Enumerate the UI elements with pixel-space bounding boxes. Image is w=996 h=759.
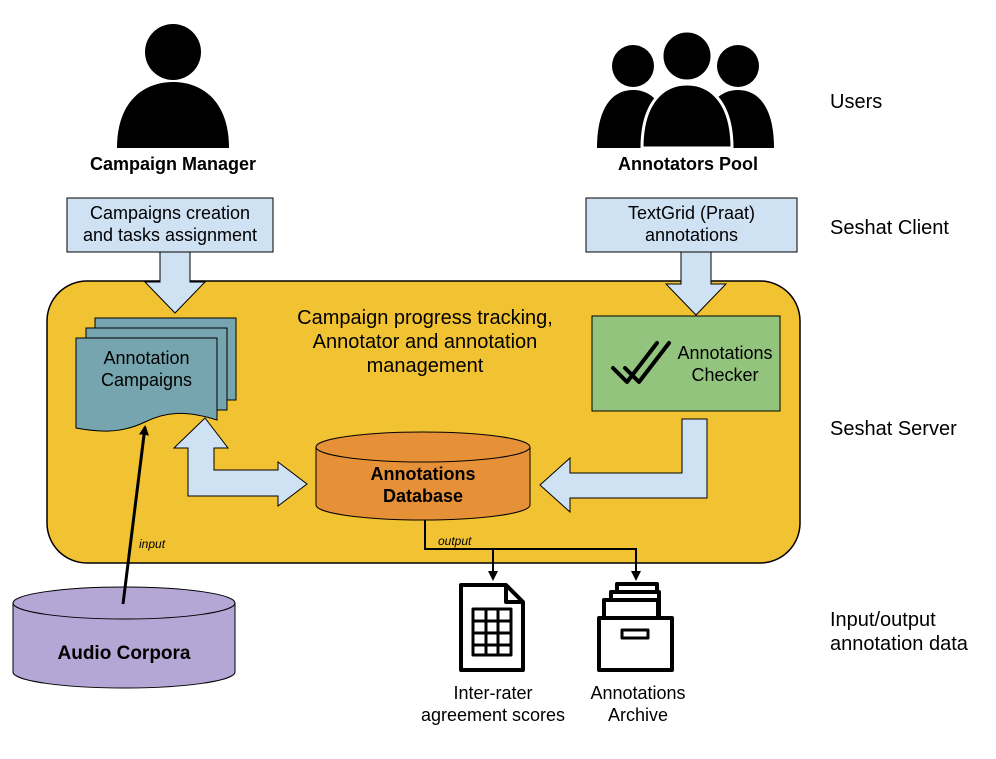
checker-to-database-arrow — [539, 418, 708, 514]
layer-label-users: Users — [830, 91, 883, 113]
person-icon — [117, 24, 229, 148]
tracking-text: Campaign progress tracking, Annotator an… — [297, 307, 553, 377]
annotations-archive-label: Annotations Archive — [590, 683, 686, 725]
annotation-campaigns-text: Annotation Campaigns — [100, 348, 193, 390]
spreadsheet-icon — [459, 583, 525, 672]
layer-label-server: Seshat Server — [830, 418, 957, 440]
annotators-pool-label: Annotators Pool — [618, 154, 758, 174]
annotations-database-text: Annotations Database — [370, 464, 476, 506]
annotations-checker-text: Annotations Checker — [677, 343, 773, 385]
group-icon — [597, 29, 774, 150]
annotations-database — [315, 431, 531, 521]
double-check-icon — [611, 341, 671, 384]
audio-corpora-label: Audio Corpora — [57, 643, 191, 664]
input-arrow — [121, 425, 149, 605]
campaigns-database-arrow — [172, 417, 308, 508]
annotation-campaigns-doc — [75, 317, 237, 432]
output-connector — [424, 520, 637, 550]
archive-box-icon — [597, 582, 674, 672]
client-to-campaigns-arrow — [143, 251, 207, 314]
annotations-checker-box — [591, 315, 781, 412]
layer-label-client: Seshat Client — [830, 217, 949, 239]
input-label: input — [139, 537, 166, 551]
campaigns-creation-text: Campaigns creation and tasks assignment — [82, 203, 258, 245]
output-label: output — [438, 534, 472, 548]
layer-label-io: Input/output annotation data — [830, 609, 968, 655]
textgrid-annotations-box — [585, 197, 798, 253]
client-to-checker-arrow — [664, 251, 728, 316]
inter-rater-label: Inter-rater agreement scores — [420, 683, 566, 725]
textgrid-annotations-text: TextGrid (Praat) annotations — [627, 203, 756, 245]
campaign-manager-label: Campaign Manager — [89, 154, 257, 174]
